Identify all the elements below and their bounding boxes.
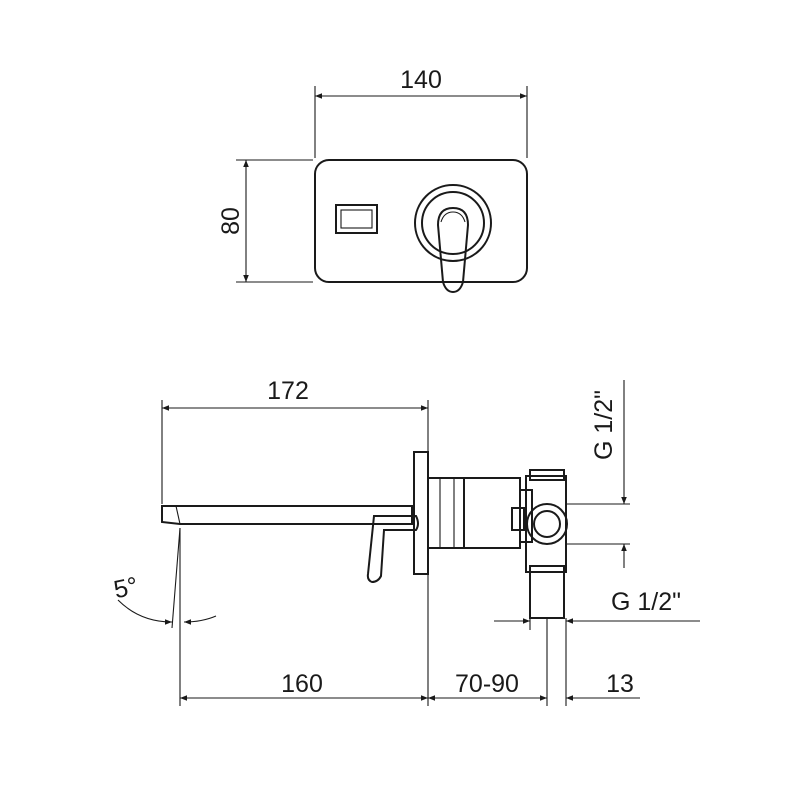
lever-handle	[436, 206, 470, 294]
rosette-body	[427, 477, 465, 549]
dimension-80: 80	[217, 159, 313, 283]
inlet-fitting-outer	[526, 503, 568, 545]
dimension-140: 140	[314, 66, 528, 158]
dimension-13-label: 13	[606, 670, 634, 698]
wall-flange	[413, 451, 429, 575]
angle-5-degree: 5°	[111, 527, 217, 706]
dimension-70-90: 70-90	[428, 670, 547, 701]
spout	[161, 505, 413, 525]
outlet-slot	[335, 204, 378, 234]
dimension-70-90-label: 70-90	[455, 670, 519, 698]
wall-plate	[314, 159, 528, 283]
dimension-13: 13	[566, 670, 640, 701]
lever-handle-side	[366, 515, 419, 584]
outlet-slot-inner	[340, 209, 373, 229]
thread-top-label: G 1/2"	[590, 390, 618, 460]
bottom-inlet-pipe	[529, 565, 565, 619]
handle-rosette-inner	[421, 191, 485, 255]
handle-rosette-outer	[414, 184, 492, 262]
angle-label: 5°	[111, 572, 140, 604]
lever-top-cap	[440, 211, 466, 223]
dimension-160: 160	[180, 574, 429, 706]
thread-bottom-label: G 1/2"	[611, 588, 681, 616]
top-view: 140 80	[217, 66, 528, 294]
dimension-140-label: 140	[400, 66, 442, 94]
dimension-160-label: 160	[281, 670, 323, 698]
dimension-172: 172	[161, 377, 429, 504]
thread-dimension-bottom: G 1/2"	[494, 588, 700, 624]
thread-dimension-top: G 1/2"	[566, 380, 630, 568]
inlet-fitting-inner	[533, 510, 561, 538]
dimension-80-label: 80	[217, 207, 245, 235]
side-view: 172 5° 160 70-90 13	[111, 377, 700, 706]
dimension-172-label: 172	[267, 377, 309, 405]
